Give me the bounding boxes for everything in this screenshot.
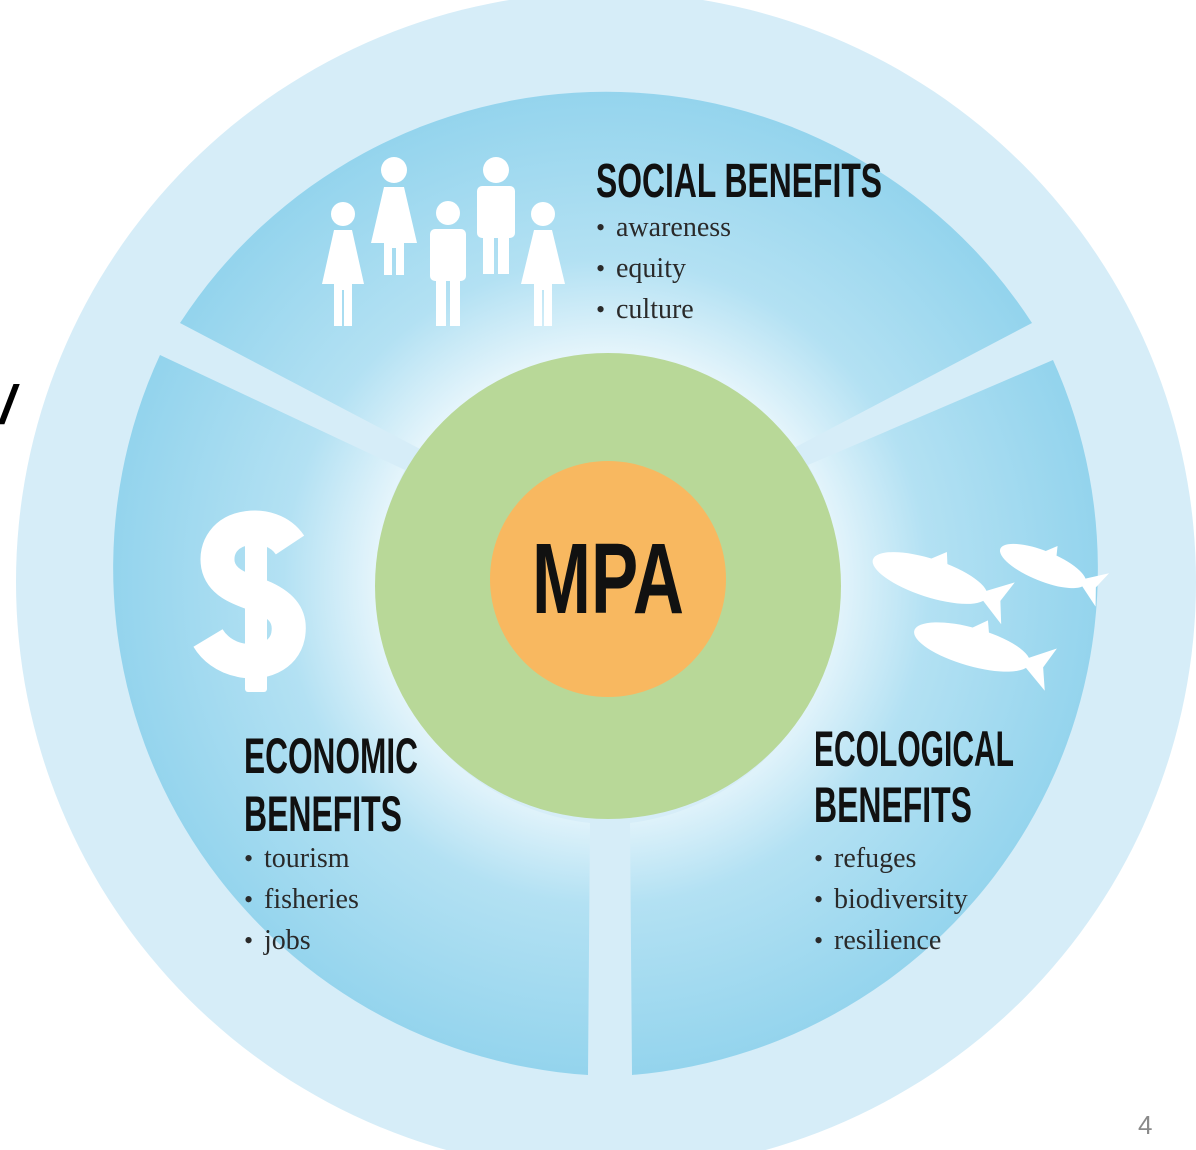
social-item-3: culture [616,294,694,325]
economic-item-1: tourism [264,843,350,874]
center-label: MPA [532,523,684,635]
fish-2 [999,543,1110,607]
ecological-bullet-1: • [814,844,823,873]
fish-icon [872,543,1110,691]
economic-title-line-1: ECONOMIC [244,728,418,784]
social-list: • awareness • equity • culture [596,212,731,325]
ecological-list: • refuges • biodiversity • resilience [814,843,968,956]
ecological-bullet-3: • [814,926,823,955]
economic-bullet-2: • [244,885,253,914]
page-number: 4 [1138,1110,1153,1140]
social-bullet-2: • [596,254,605,283]
ecological-item-1: refuges [834,843,916,874]
ecological-item-3: resilience [834,925,941,956]
orange-core [490,461,726,697]
ecological-title-line-1: ECOLOGICAL [814,721,1014,777]
ecological-item-2: biodiversity [834,884,968,915]
social-bullet-3: • [596,295,605,324]
dollar-icon [193,510,306,692]
people-icon [322,157,565,326]
economic-item-2: fisheries [264,884,359,915]
fish-1 [872,551,1015,625]
economic-list: • tourism • fisheries • jobs [244,843,359,956]
social-bullet-1: • [596,213,605,242]
ecological-segment [630,360,1098,1075]
social-title: SOCIAL BENEFITS [596,155,882,208]
edge-mark: / [0,375,16,435]
fish-3 [914,620,1057,691]
ecological-bullet-2: • [814,885,823,914]
social-item-2: equity [616,253,686,284]
economic-title-line-2: BENEFITS [244,786,402,842]
ecological-title-line-2: BENEFITS [814,777,972,833]
social-item-1: awareness [616,212,731,243]
economic-item-3: jobs [263,925,311,956]
economic-bullet-3: • [244,926,253,955]
economic-bullet-1: • [244,844,253,873]
